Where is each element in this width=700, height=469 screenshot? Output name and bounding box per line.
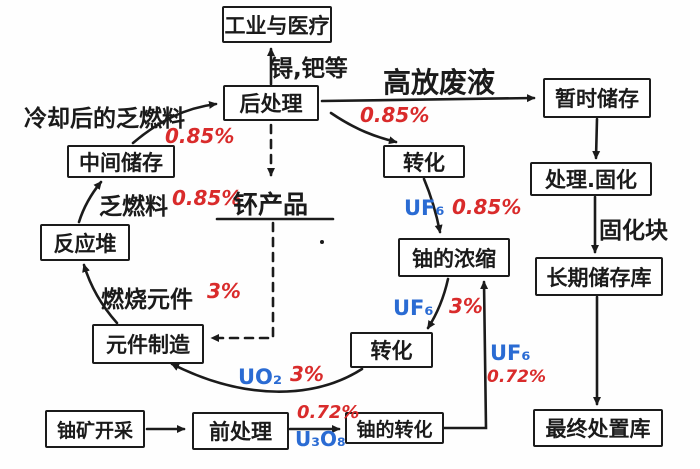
label-high-level-waste: 高放废液 xyxy=(383,66,496,99)
node-conversion-upper: 转化 xyxy=(383,145,465,178)
label-pretreat-pct: 0.72% xyxy=(297,402,360,423)
node-treatment-solidification: 处理.固化 xyxy=(530,162,652,196)
label-tc-pd-etc: 锝,钯等 xyxy=(270,56,348,82)
label-uo2-pct: 3% xyxy=(290,362,324,386)
node-pretreatment: 前处理 xyxy=(192,412,289,450)
arrow-conversion-to-enrichment xyxy=(422,177,443,234)
arrow-interim-storage-to-reprocessing xyxy=(131,100,218,145)
label-uf6-upper: UF₆ xyxy=(404,196,445,220)
arrow-conversion-lower-to-element-mfg xyxy=(170,362,364,393)
node-temporary-storage: 暂时储存 xyxy=(543,78,651,118)
label-uo2: UO₂ xyxy=(238,365,283,389)
label-u3o8: U₃O₈ xyxy=(295,427,346,451)
label-reprocessing-conversion-pct: 0.85% xyxy=(360,103,430,127)
label-uf6-mid: UF₆ xyxy=(393,296,434,320)
node-reactor: 反应堆 xyxy=(40,224,130,261)
label-spent-fuel: 乏燃料 xyxy=(99,194,168,220)
node-conversion-lower: 转化 xyxy=(350,332,433,368)
label-burn-elements: 燃烧元件 xyxy=(101,287,193,313)
label-solidified-block: 固化块 xyxy=(599,218,668,244)
node-industry-medical: 工业与医疗 xyxy=(222,6,332,43)
label-burn-elements-pct: 3% xyxy=(207,279,241,303)
stray-ink-dot xyxy=(320,240,324,244)
label-uf6-mid-pct: 3% xyxy=(449,294,483,318)
node-long-term-storage: 长期储存库 xyxy=(535,257,663,296)
arrow-reprocessing-to-conversion xyxy=(329,111,398,145)
label-uf6-right-pct: 0.72% xyxy=(487,367,546,387)
node-interim-storage: 中间储存 xyxy=(67,145,175,178)
label-pu-product: 钚产品 xyxy=(233,190,309,219)
node-uranium-enrichment: 铀的浓缩 xyxy=(398,238,510,277)
arrow-temporary-to-treatment xyxy=(592,117,601,160)
label-uf6-right: UF₆ xyxy=(490,341,531,365)
node-final-disposal: 最终处置库 xyxy=(533,409,663,447)
label-spent-fuel-pct: 0.85% xyxy=(172,186,242,210)
node-element-manufacturing: 元件制造 xyxy=(92,324,204,364)
arrow-reactor-to-interim-storage xyxy=(77,180,103,224)
arrow-enrichment-to-conversion-lower xyxy=(426,277,450,330)
dashed-pu-to-element-mfg xyxy=(210,221,275,342)
label-uf6-upper-pct: 0.85% xyxy=(452,195,522,219)
arrow-reprocessing-to-temporary-storage xyxy=(320,94,536,103)
node-uranium-conversion: 铀的转化 xyxy=(345,412,444,444)
label-cooled-spent-fuel: 冷却后的乏燃料 xyxy=(24,106,185,132)
arrow-uconversion-to-enrichment xyxy=(442,280,489,430)
node-reprocessing: 后处理 xyxy=(223,85,319,121)
arrow-element-mfg-to-reactor xyxy=(82,263,119,325)
node-uranium-mining: 铀矿开采 xyxy=(45,410,145,448)
label-cooled-spent-fuel-pct: 0.85% xyxy=(165,124,235,148)
